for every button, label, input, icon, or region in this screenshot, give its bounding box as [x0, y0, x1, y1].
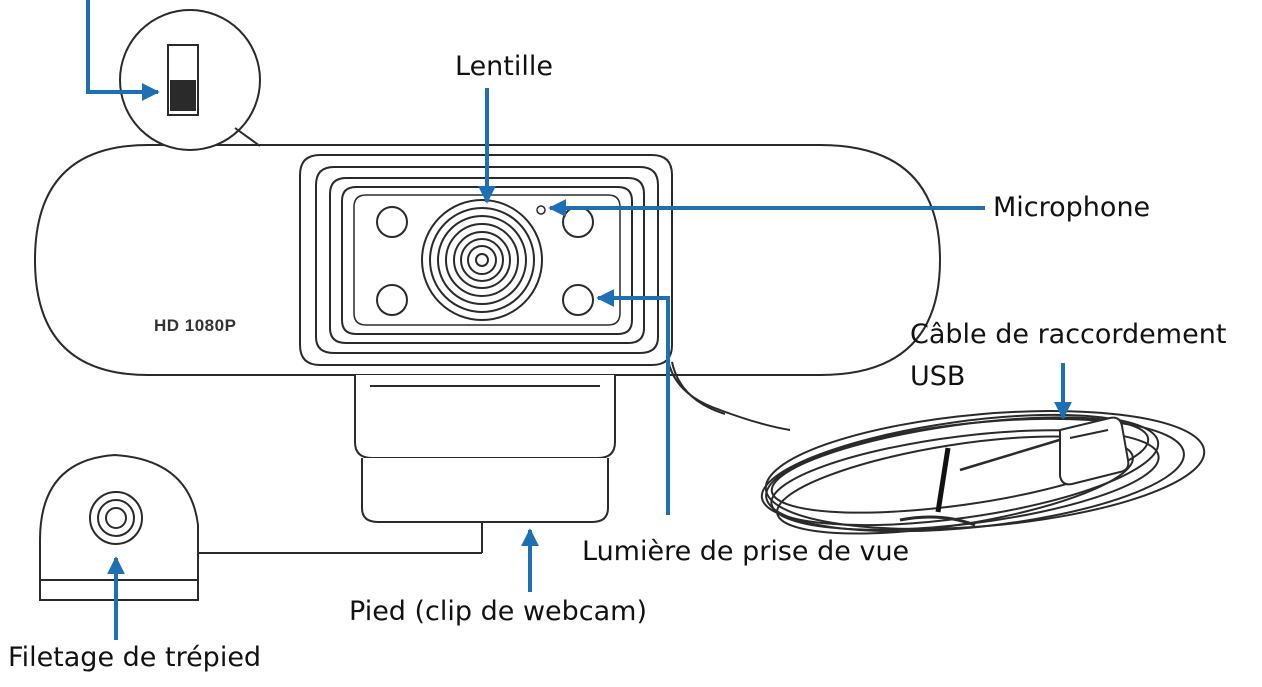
led-lights: [376, 206, 594, 316]
microphone-label: Microphone: [993, 192, 1151, 223]
lens-label: Lentille: [455, 51, 553, 82]
indicator-light-label: Lumière de prise de vue: [582, 536, 910, 567]
usb-cable: [667, 359, 1206, 535]
usb-cable-label-line2: USB: [910, 361, 966, 392]
privacy-switch-arrow: [86, 0, 160, 101]
microphone-hole: [536, 205, 546, 215]
usb-connector: [1059, 416, 1130, 486]
indicator-light-arrow: [596, 289, 670, 515]
privacy-switch-icon: [167, 44, 199, 116]
tripod-thread-label: Filetage de trépied: [8, 642, 262, 673]
callout-arrows: [86, 0, 1072, 640]
usb-cable-label-line1: Câble de raccordement: [910, 319, 1227, 350]
lens-bezel: [299, 154, 673, 366]
tripod-thread-icon: [89, 491, 143, 545]
stand-clip: [354, 375, 616, 523]
stand-label: Pied (clip de webcam): [349, 596, 648, 627]
model-label: HD 1080P: [154, 316, 237, 335]
lens: [421, 199, 543, 321]
